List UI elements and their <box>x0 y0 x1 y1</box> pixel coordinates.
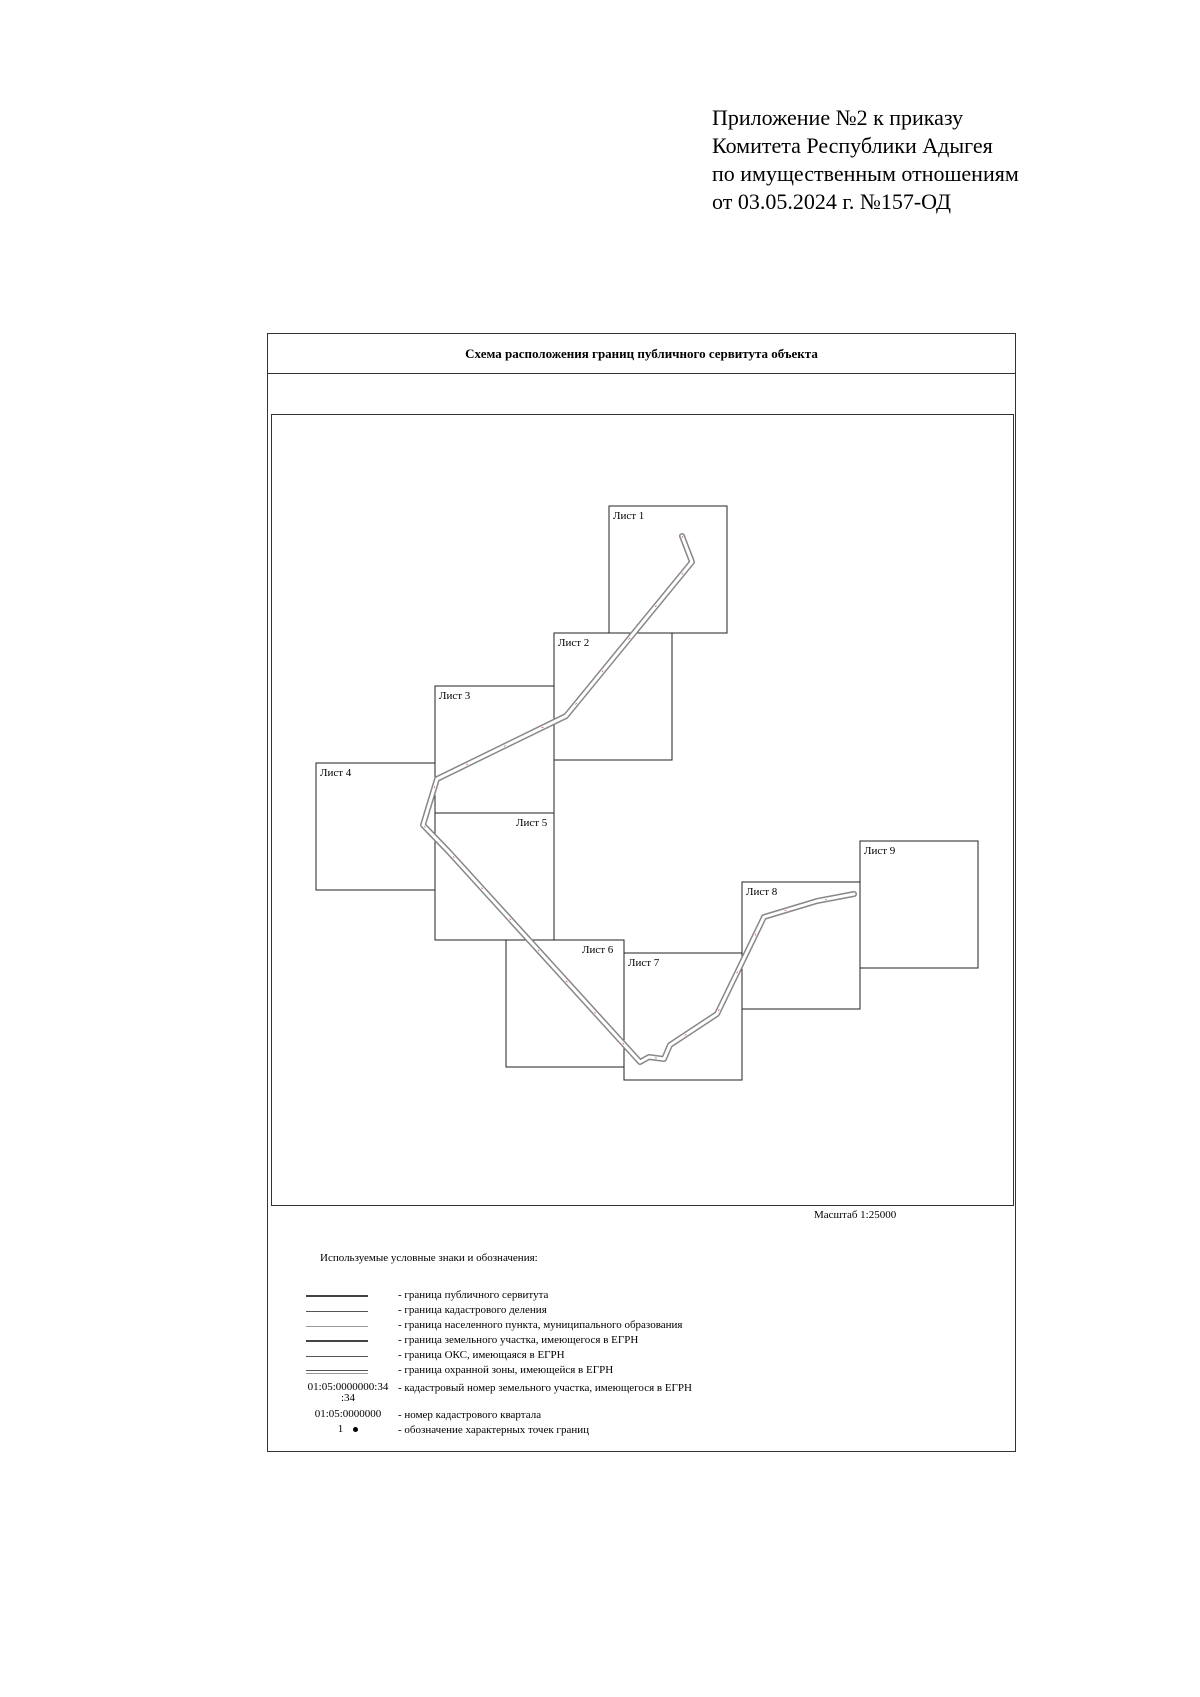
legend-item: - граница охранной зоны, имеющейся в ЕГР… <box>268 1364 1017 1379</box>
sheet-5-frame <box>434 812 555 941</box>
legend-symbol: 01:05:0000000:34 :34 <box>298 1381 398 1404</box>
sheet-7-frame <box>623 952 743 1081</box>
legend-item: 01:05:0000000:34 :34 - кадастровый номер… <box>268 1382 1017 1404</box>
sheet-label-1: Лист 1 <box>613 510 644 522</box>
legend-item: 01:05:0000000 - номер кадастрового кварт… <box>268 1409 1017 1424</box>
sheet-8-frame <box>741 881 861 1010</box>
header-line-1: Приложение №2 к приказу <box>712 105 964 130</box>
servitude-route-accent <box>422 535 855 1063</box>
legend-symbol <box>298 1364 398 1379</box>
sheet-label-8: Лист 8 <box>746 886 778 898</box>
header-line-3: по имущественным отношениям <box>712 161 1019 186</box>
servitude-route-inner <box>421 534 856 1064</box>
point-number-sample: 1 <box>337 1423 344 1435</box>
legend-item: - граница публичного сервитута <box>268 1289 1017 1304</box>
legend-item: - граница населенного пункта, муниципаль… <box>268 1319 1017 1334</box>
map-area: Лист 1 Лист 2 Лист 3 Лист 4 Лист 5 Лист … <box>271 414 1014 1206</box>
cadastral-number-sample: 01:05:0000000:34 <box>307 1381 389 1393</box>
sheet-1-frame <box>608 505 728 634</box>
legend-desc: - номер кадастрового квартала <box>398 1409 542 1421</box>
legend-desc: - кадастровый номер земельного участка, … <box>398 1382 692 1394</box>
quarter-number-sample: 01:05:0000000 <box>314 1408 382 1420</box>
legend-symbol: 1 <box>298 1424 398 1439</box>
legend-symbol <box>298 1289 398 1304</box>
scheme-title: Схема расположения границ публичного сер… <box>268 334 1015 374</box>
legend-symbol <box>298 1319 398 1334</box>
sheet-9-frame <box>859 840 979 969</box>
legend-desc: - граница кадастрового деления <box>398 1304 547 1316</box>
legend-desc: - обозначение характерных точек границ <box>398 1424 589 1436</box>
map-canvas: Лист 1 Лист 2 Лист 3 Лист 4 Лист 5 Лист … <box>315 505 979 1081</box>
sheet-label-3: Лист 3 <box>439 690 471 702</box>
sheet-label-2: Лист 2 <box>558 637 589 649</box>
scheme-frame: Схема расположения границ публичного сер… <box>267 333 1016 1452</box>
sheet-6-frame <box>505 939 625 1068</box>
scale-label: Масштаб 1:25000 <box>814 1209 897 1221</box>
legend-symbol <box>298 1304 398 1319</box>
sheet-label-4: Лист 4 <box>320 767 352 779</box>
legend-desc: - граница охранной зоны, имеющейся в ЕГР… <box>398 1364 614 1376</box>
cadastral-number-sample-suffix: :34 <box>340 1392 356 1404</box>
legend-desc: - граница ОКС, имеющаяся в ЕГРН <box>398 1349 565 1361</box>
legend-desc: - граница публичного сервитута <box>398 1289 549 1301</box>
legend-item: 1 - обозначение характерных точек границ <box>268 1424 1017 1439</box>
legend-item: - граница кадастрового деления <box>268 1304 1017 1319</box>
legend-desc: - граница населенного пункта, муниципаль… <box>398 1319 683 1331</box>
sheet-4-frame <box>315 762 436 891</box>
sheet-label-7: Лист 7 <box>628 957 660 969</box>
point-dot-icon <box>353 1426 359 1432</box>
sheet-2-frame <box>553 632 673 761</box>
legend-symbol <box>298 1349 398 1364</box>
sheet-label-6: Лист 6 <box>582 944 614 956</box>
legend-title: Используемые условные знаки и обозначени… <box>320 1252 538 1264</box>
order-header: Приложение №2 к приказу Комитета Республ… <box>712 104 1019 216</box>
legend-symbol: 01:05:0000000 <box>298 1409 398 1424</box>
legend-item: - граница ОКС, имеющаяся в ЕГРН <box>268 1349 1017 1364</box>
sheet-label-5: Лист 5 <box>516 817 548 829</box>
header-line-2: Комитета Республики Адыгея <box>712 133 993 158</box>
header-line-4: от 03.05.2024 г. №157-ОД <box>712 189 951 214</box>
legend-symbol <box>298 1334 398 1349</box>
sheet-label-9: Лист 9 <box>864 845 896 857</box>
legend-desc: - граница земельного участка, имеющегося… <box>398 1334 639 1346</box>
servitude-route-outline <box>420 533 857 1065</box>
legend-item: - граница земельного участка, имеющегося… <box>268 1334 1017 1349</box>
